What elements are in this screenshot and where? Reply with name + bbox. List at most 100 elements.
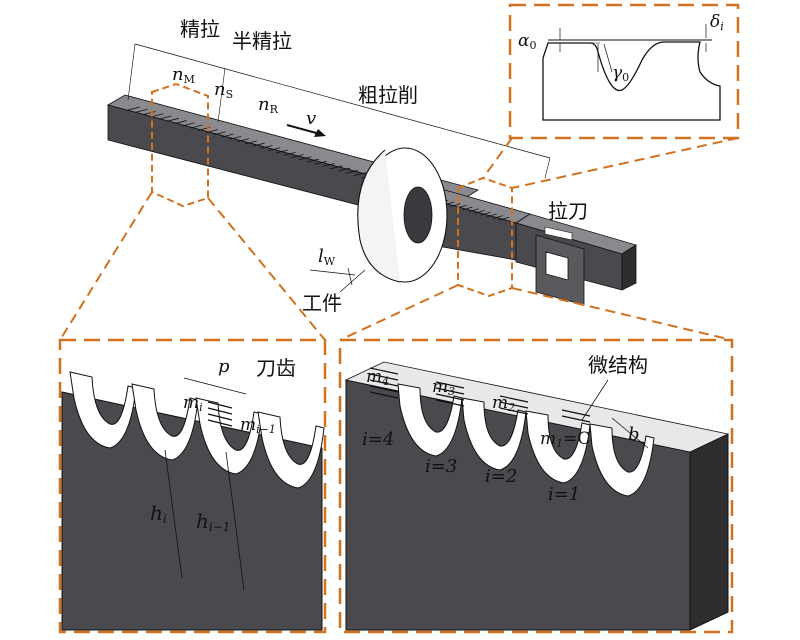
broach-tooth bbox=[338, 167, 351, 172]
broach-tooth bbox=[213, 131, 226, 136]
broach-tooth bbox=[330, 165, 343, 170]
label-lW: lW bbox=[318, 246, 336, 268]
detail-left-tooth bbox=[257, 411, 325, 489]
detail-left-microstripe bbox=[207, 419, 233, 427]
leader-left-2 bbox=[207, 197, 326, 341]
broach-tooth bbox=[205, 129, 218, 134]
label-i1: i=1 bbox=[548, 484, 580, 505]
shank-notch bbox=[544, 226, 573, 241]
detail-right-teeth bbox=[344, 361, 730, 631]
detail-right-microstripe bbox=[435, 393, 465, 401]
label-m3: m3 bbox=[432, 377, 455, 398]
label-m2: m2 bbox=[492, 393, 515, 414]
broach-rear-tooth bbox=[450, 203, 461, 207]
label-nR: nR bbox=[258, 94, 279, 116]
dim-tick-1 bbox=[127, 43, 136, 101]
workpiece-leader bbox=[339, 269, 366, 293]
detail-right-microstripe bbox=[435, 399, 465, 407]
broach-rear-tooth bbox=[498, 216, 510, 221]
broach-tooth bbox=[275, 149, 289, 154]
label-p: p bbox=[218, 356, 230, 377]
p-dim-line bbox=[183, 377, 247, 395]
broach-tooth bbox=[135, 108, 148, 113]
broach-rear-tooth bbox=[492, 215, 503, 219]
velocity-arrowhead bbox=[314, 129, 326, 137]
detail-left-teeth bbox=[61, 371, 325, 631]
broach-tooth bbox=[283, 151, 296, 156]
broach-tooth bbox=[166, 117, 180, 122]
b-dim-line bbox=[611, 417, 649, 449]
lw-dim-tick bbox=[347, 267, 353, 286]
label-i3: i=3 bbox=[425, 456, 457, 477]
detail-right-microstripe bbox=[435, 381, 465, 389]
leader-top-2 bbox=[511, 137, 739, 189]
broach-tooth bbox=[306, 158, 320, 163]
broach-tooth bbox=[182, 122, 195, 127]
detail-right-microstripe bbox=[435, 387, 465, 395]
dim-tick-3 bbox=[544, 157, 551, 179]
lw-dim-line bbox=[309, 269, 356, 276]
broach-tooth bbox=[291, 154, 304, 158]
broach-tooth bbox=[268, 147, 281, 152]
workpiece-ring-side bbox=[357, 149, 401, 283]
leader-right-1 bbox=[339, 284, 459, 341]
leader-right-2 bbox=[511, 287, 733, 341]
broach-rear-tooth bbox=[480, 211, 491, 216]
detail-right-microstripe bbox=[369, 391, 399, 399]
label-hi: hi bbox=[150, 501, 167, 526]
label-workpiece: 工件 bbox=[302, 291, 342, 315]
label-semi-fine: 半精拉 bbox=[232, 29, 292, 53]
alpha0-label: α0 bbox=[518, 31, 536, 52]
label-m1-eq-c: m1=C bbox=[540, 429, 590, 450]
detail-left-microstripe bbox=[207, 401, 233, 409]
detail-right-microstripe bbox=[369, 367, 399, 375]
detail-left-body bbox=[61, 391, 323, 631]
broach-tooth bbox=[252, 142, 265, 147]
tooth-profile-outline bbox=[542, 41, 721, 121]
detail-right-microstripe bbox=[369, 385, 399, 393]
label-i2: i=2 bbox=[485, 466, 517, 487]
label-v: v bbox=[306, 108, 316, 129]
velocity-arrow bbox=[286, 124, 321, 135]
dim-tick-2 bbox=[217, 67, 226, 123]
broach-tooth bbox=[353, 172, 366, 176]
detail-right-box bbox=[338, 338, 734, 634]
leader-left-1 bbox=[59, 191, 153, 341]
label-tooth: 刀齿 bbox=[256, 356, 296, 380]
detail-right-microstripe bbox=[499, 395, 529, 403]
broach-tooth bbox=[244, 140, 257, 145]
detail-right-tooth bbox=[589, 423, 655, 497]
tooth-profile-callout-box bbox=[508, 3, 740, 140]
workpiece-ring-hole bbox=[403, 186, 433, 244]
detail-right-microstripe bbox=[369, 379, 399, 387]
broach-tooth bbox=[127, 106, 141, 111]
label-rough: 粗拉削 bbox=[358, 83, 418, 107]
label-nM: nM bbox=[172, 64, 195, 86]
label-fine: 精拉 bbox=[180, 17, 220, 41]
broach-tooth bbox=[345, 169, 359, 174]
detail-left-microstripe bbox=[207, 413, 233, 421]
shank-window bbox=[545, 251, 569, 281]
detail-right-microstripe bbox=[561, 415, 591, 423]
label-mi: mi bbox=[183, 393, 203, 414]
broach-rear-tooth bbox=[462, 206, 473, 211]
broach-tooth bbox=[143, 111, 156, 115]
detail-right-microstripe bbox=[369, 373, 399, 381]
detail-right-side bbox=[689, 433, 729, 631]
label-microstructure: 微结构 bbox=[588, 353, 648, 377]
broach-tooth bbox=[260, 145, 273, 149]
delta-i-label: δi bbox=[710, 12, 724, 33]
broach-tooth bbox=[314, 160, 327, 165]
leader-top-1 bbox=[482, 137, 513, 179]
broach-tooth bbox=[190, 124, 203, 129]
detail-left-box bbox=[58, 338, 327, 634]
broach-tooth bbox=[229, 136, 242, 140]
label-nS: nS bbox=[214, 79, 233, 101]
hi1-dim-line bbox=[225, 451, 245, 591]
detail-right-microstripe bbox=[499, 401, 529, 409]
label-mi-1: mi−1 bbox=[240, 415, 276, 436]
label-i4: i=4 bbox=[362, 429, 394, 450]
broach-tooth bbox=[174, 120, 187, 124]
shank-end bbox=[621, 244, 637, 291]
